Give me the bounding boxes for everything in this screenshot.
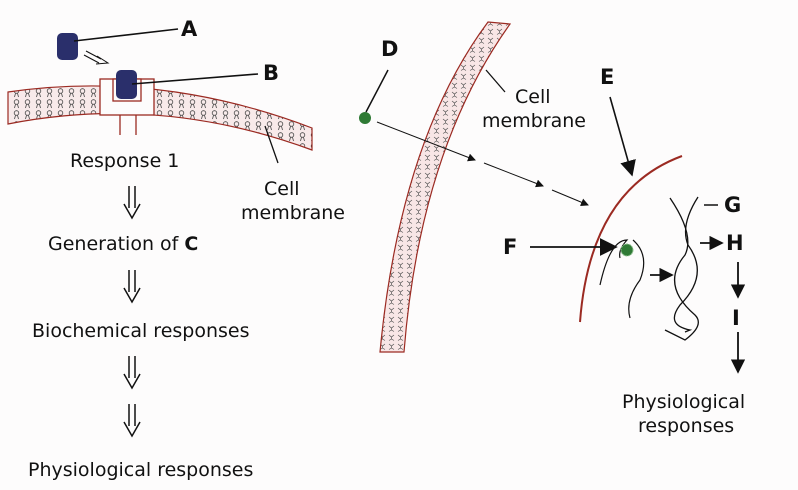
label-F: F (503, 235, 517, 259)
leader-membrane-left (264, 125, 279, 164)
hormone-bound (116, 70, 137, 99)
leader-E (609, 96, 636, 177)
label-I: I (732, 306, 740, 330)
label-B: B (263, 61, 279, 85)
physiological-responses-right-line2: responses (638, 415, 734, 437)
label-D: D (381, 37, 398, 61)
physiological-responses-right-line1: Physiological (622, 391, 745, 413)
diffusion-path-arrows (376, 121, 589, 206)
double-arrow-2 (123, 270, 141, 304)
leader-B (131, 73, 259, 85)
cell-membrane-right-line1: Cell (515, 86, 551, 108)
generation-prefix: Generation of (48, 233, 184, 255)
leader-D (365, 69, 389, 113)
right-panel: Cell membrane D E F G (359, 21, 746, 437)
double-arrow-1 (123, 186, 141, 220)
leader-membrane-right (485, 69, 506, 93)
physiological-responses-left-text: Physiological responses (28, 459, 253, 481)
cell-membrane-right (379, 21, 512, 353)
label-G: G (724, 193, 741, 217)
cell-membrane-left (7, 85, 313, 151)
label-C: C (184, 233, 198, 255)
label-A: A (181, 17, 198, 41)
response-1-text: Response 1 (70, 150, 179, 172)
leader-A (73, 28, 179, 42)
nuclear-membrane-E (579, 155, 683, 323)
double-arrow-4 (123, 404, 141, 438)
biochemical-responses-text: Biochemical responses (32, 320, 250, 342)
double-arrow-3 (123, 356, 141, 390)
label-E: E (600, 65, 614, 89)
hormone-D (359, 112, 371, 124)
left-panel: A B Response 1 Cell membrane Generation … (7, 17, 345, 481)
cell-membrane-left-line1: Cell (264, 178, 300, 200)
dna-G (664, 196, 699, 341)
binding-arrow (83, 50, 110, 65)
cell-membrane-left-line2: membrane (241, 202, 345, 224)
generation-text: Generation of C (48, 233, 198, 255)
cell-membrane-right-line2: membrane (482, 110, 586, 132)
hormone-A (57, 33, 78, 60)
hormone-receptor-complex (599, 239, 645, 319)
label-H: H (726, 231, 744, 255)
